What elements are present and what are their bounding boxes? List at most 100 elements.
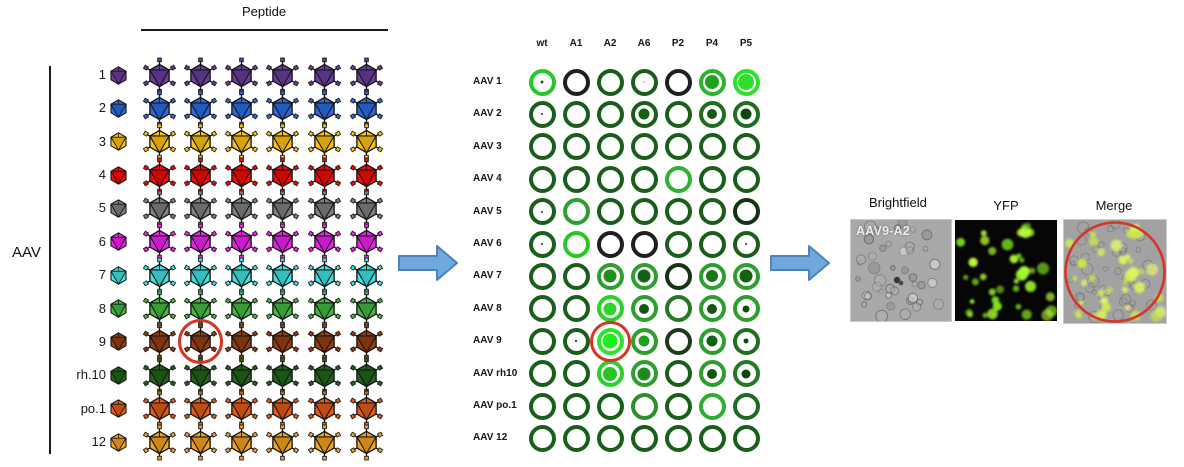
well-fill xyxy=(740,108,752,120)
capsid-icon-peptide xyxy=(306,357,343,394)
capsid-icon-peptide xyxy=(264,57,301,94)
well-fill xyxy=(637,269,651,283)
capsid-row-label: 9 xyxy=(98,333,106,349)
assay-well xyxy=(664,424,692,452)
capsid-row-label: 1 xyxy=(98,67,106,82)
assay-well xyxy=(562,165,590,193)
well-fill xyxy=(541,113,543,116)
capsid-icon-peptide xyxy=(141,90,178,127)
capsid-row-label: 6 xyxy=(98,233,106,249)
assay-column-header: P4 xyxy=(705,38,719,49)
well-fill xyxy=(707,368,717,379)
aav-side-label: AAV xyxy=(12,244,41,261)
assay-well xyxy=(732,133,760,161)
capsid-icon-peptide xyxy=(306,123,343,160)
assay-well xyxy=(562,230,590,258)
aav-bracket-line xyxy=(49,66,51,454)
assay-row-label: AAV 4 xyxy=(473,173,502,185)
well-fill xyxy=(541,210,543,213)
assay-well xyxy=(732,262,760,290)
capsid-icon-peptide xyxy=(348,390,385,427)
peptide-title: Peptide xyxy=(241,4,287,19)
assay-well xyxy=(596,198,624,226)
capsid-icon-peptide xyxy=(141,390,178,427)
capsid-icon-wt xyxy=(104,94,133,123)
capsid-icon-peptide xyxy=(348,190,385,227)
assay-well xyxy=(630,133,658,161)
assay-well xyxy=(732,392,760,420)
assay-well xyxy=(528,262,556,290)
assay-well xyxy=(698,230,726,258)
assay-well xyxy=(596,68,624,96)
capsid-icon-peptide xyxy=(182,223,219,260)
capsid-icon-peptide xyxy=(348,157,385,194)
capsid-icon-peptide xyxy=(141,257,178,294)
capsid-icon-peptide xyxy=(348,323,385,360)
well-fill xyxy=(742,305,750,313)
assay-well xyxy=(596,424,624,452)
assay-well xyxy=(630,327,658,355)
capsid-icon-wt xyxy=(104,394,133,423)
assay-well xyxy=(596,392,624,420)
assay-column-header: P2 xyxy=(671,38,685,49)
capsid-icon-wt xyxy=(104,127,133,156)
assay-row-label: AAV rh10 xyxy=(473,367,518,379)
capsid-row-label: 5 xyxy=(98,200,106,216)
capsid-icon-peptide xyxy=(141,123,178,160)
assay-well xyxy=(698,198,726,226)
assay-well xyxy=(528,295,556,323)
capsid-icon-peptide xyxy=(223,290,260,327)
capsid-icon-peptide xyxy=(348,357,385,394)
assay-well xyxy=(528,165,556,193)
capsid-icon-peptide xyxy=(141,190,178,227)
capsid-icon-peptide xyxy=(264,424,301,461)
assay-well xyxy=(664,100,692,128)
assay-well xyxy=(664,230,692,258)
assay-well xyxy=(732,360,760,388)
capsid-icon-peptide xyxy=(223,424,260,461)
capsid-icon-wt xyxy=(104,227,133,256)
assay-row-label: AAV 1 xyxy=(473,76,502,87)
assay-row-label: AAV 6 xyxy=(473,238,502,249)
assay-well xyxy=(562,100,590,128)
well-fill xyxy=(707,303,717,314)
assay-well xyxy=(664,360,692,388)
well-fill xyxy=(639,303,649,314)
assay-well xyxy=(664,68,692,96)
capsid-icon-peptide xyxy=(264,290,301,327)
well-fill xyxy=(541,243,543,245)
assay-row-label: AAV 7 xyxy=(473,270,502,282)
brightfield-label: Brightfield xyxy=(869,195,927,210)
assay-well xyxy=(698,392,726,420)
well-fill xyxy=(743,338,749,344)
assay-well xyxy=(562,133,590,161)
capsid-icon-peptide xyxy=(306,190,343,227)
capsid-icon-wt xyxy=(104,361,133,390)
assay-well xyxy=(562,198,590,226)
capsid-row-label: 7 xyxy=(98,267,106,283)
assay-well xyxy=(630,262,658,290)
assay-well xyxy=(664,295,692,323)
assay-well xyxy=(698,165,726,193)
assay-well xyxy=(562,327,590,355)
assay-well xyxy=(630,100,658,128)
well-fill xyxy=(540,80,544,84)
assay-well xyxy=(630,295,658,323)
capsid-icon-wt xyxy=(104,428,133,457)
capsid-icon-peptide xyxy=(141,323,178,360)
assay-column-header: A2 xyxy=(603,38,617,49)
capsid-icon-peptide xyxy=(348,123,385,160)
capsid-row-label: po.1 xyxy=(80,400,106,416)
capsid-icon-wt xyxy=(104,294,133,323)
yfp-image xyxy=(955,220,1057,321)
assay-row-label: AAV 9 xyxy=(473,335,502,347)
assay-well xyxy=(562,262,590,290)
assay-well xyxy=(528,392,556,420)
well-fill xyxy=(643,81,645,83)
capsid-row-label: 3 xyxy=(98,133,106,149)
capsid-icon-peptide xyxy=(264,190,301,227)
well-fill xyxy=(575,340,577,343)
capsid-icon-peptide xyxy=(223,190,260,227)
assay-column-header: A1 xyxy=(569,38,583,49)
assay-well xyxy=(732,198,760,226)
